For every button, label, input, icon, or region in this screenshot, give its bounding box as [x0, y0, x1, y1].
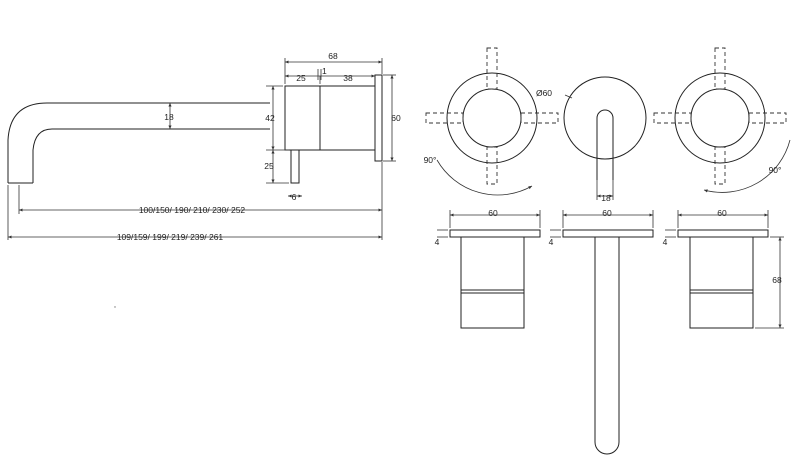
left-top-handle — [460, 236, 525, 329]
right-plate-thickness: 4 — [663, 237, 668, 247]
middle-plate-thickness: 4 — [549, 237, 554, 247]
spout-front-outline — [596, 109, 614, 180]
left-plate-circle — [446, 72, 538, 164]
dim-reach-long: 109/159/ 199/ 219/ 239/ 261 — [117, 232, 224, 242]
dim-plate-gap: 1 — [322, 66, 327, 76]
right-top-width: 60 — [717, 208, 727, 218]
handle-depth-label: 68 — [772, 275, 782, 285]
right-valve-top: 60 4 68 — [663, 208, 784, 329]
right-hub-circle — [690, 88, 750, 148]
left-plate-thickness: 4 — [435, 237, 440, 247]
dim-height-total: 60 — [391, 113, 401, 123]
dim-seg-right: 38 — [343, 73, 353, 83]
right-plate-circle — [674, 72, 766, 164]
left-top-width: 60 — [488, 208, 498, 218]
dim-top-width: 68 — [328, 51, 338, 61]
spout-front: Ø60 18 — [536, 76, 647, 203]
left-rotation-label: 90° — [424, 155, 437, 165]
spout-width-label: 18 — [601, 193, 611, 203]
right-valve-front: 90° — [653, 47, 791, 193]
stem — [290, 149, 300, 184]
right-rotation-label: 90° — [769, 165, 782, 175]
left-valve-top: 60 4 — [435, 208, 541, 329]
stray-dot — [114, 306, 116, 308]
front-view: 90° Ø60 18 90° — [424, 47, 791, 203]
dim-spout-dia: 18 — [164, 112, 174, 122]
left-valve-front: 90° — [424, 47, 559, 196]
spout-top: 60 4 — [549, 208, 654, 455]
right-top-handle — [689, 236, 754, 329]
middle-top-width: 60 — [602, 208, 612, 218]
dim-seg-left: 25 — [296, 73, 306, 83]
top-view: 60 4 60 4 60 — [435, 208, 784, 455]
dim-reach-short: 100/150/ 190/ 210/ 230/ 252 — [139, 205, 246, 215]
spout-outline — [7, 102, 270, 184]
left-rotation-arc — [436, 159, 533, 196]
right-rotation-arc — [703, 139, 791, 193]
spout-top-outline — [594, 237, 620, 455]
left-hub-circle — [462, 88, 522, 148]
spout-plate-circle — [563, 76, 647, 160]
valve-body — [284, 85, 376, 151]
spout-plate-dia: Ø60 — [536, 88, 552, 98]
dim-stem-dia: 6 — [292, 192, 297, 202]
side-view: 68 25 38 1 60 42 25 18 6 100/150 — [7, 51, 401, 308]
dim-stem-height: 25 — [264, 161, 274, 171]
right-top-plate — [677, 229, 769, 238]
dim-height-body: 42 — [265, 113, 275, 123]
middle-top-plate — [562, 229, 654, 238]
left-top-plate — [449, 229, 541, 238]
wall-plate — [374, 74, 383, 162]
